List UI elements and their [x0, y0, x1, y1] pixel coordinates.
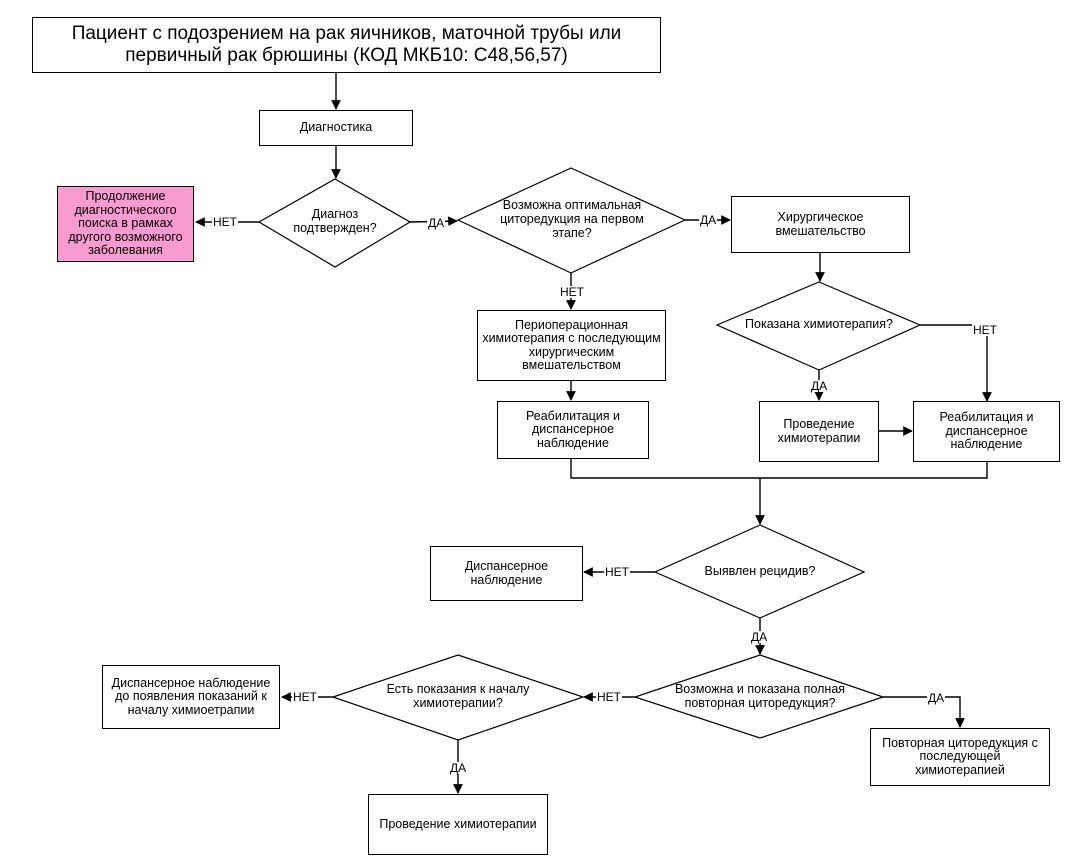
- line-rehab-left-merge: [570, 459, 760, 479]
- decision-repeat-possible-shape: [633, 654, 885, 739]
- decision-relapse: Выявлен рецидив?: [704, 564, 816, 579]
- rehab-left-node: Реабилитация и диспансерное наблюдение: [497, 401, 649, 459]
- chemo-final-node: Проведение химиотерапии: [368, 794, 548, 855]
- label-chemo-no: НЕТ: [972, 323, 998, 337]
- arrow-repeat-yes: [883, 696, 965, 728]
- decision-optimal-cytoreduction: Возможна оптимальная циторедукция на пер…: [500, 198, 644, 240]
- periop-chemo-node: Периоперационная химиотерапия с последую…: [477, 310, 666, 381]
- label-repeat-no: НЕТ: [596, 690, 622, 704]
- label-diag-no: НЕТ: [212, 215, 238, 229]
- label-relapse-yes: ДА: [750, 630, 769, 644]
- decision-chemo-indicated: Показана химиотерапия?: [745, 317, 893, 332]
- label-repeat-yes: ДА: [927, 691, 946, 705]
- label-chemo-start-yes: ДА: [449, 761, 468, 775]
- decision-diag-confirmed: Диагноз подтвержден?: [293, 207, 377, 235]
- line-rehab-right-merge: [760, 462, 988, 479]
- label-optimal-no: НЕТ: [559, 285, 585, 299]
- rehab-right-node: Реабилитация и диспансерное наблюдение: [913, 401, 1060, 462]
- label-chemo-yes: ДА: [810, 379, 829, 393]
- followup-node: Диспансерное наблюдение: [430, 546, 583, 601]
- repeat-cytoreduction-node: Повторная циторедукция с последующей хим…: [870, 728, 1050, 786]
- surgery-node: Хирургическое вмешательство: [731, 196, 910, 253]
- label-optimal-yes: ДА: [699, 213, 718, 227]
- start-node: Пациент с подозрением на рак яичников, м…: [32, 17, 661, 73]
- decision-diag-confirmed-shape: [257, 178, 412, 268]
- label-diag-yes: ДА: [427, 216, 446, 230]
- decision-repeat-possible: Возможна и показана полная повторная цит…: [674, 682, 846, 710]
- decision-chemo-start-indicated: Есть показания к началу химиотерапии?: [386, 682, 530, 710]
- diagnostics-node: Диагностика: [259, 110, 413, 146]
- chemo-course-node: Проведение химиотерапии: [759, 401, 879, 462]
- label-chemo-start-no: НЕТ: [292, 690, 318, 704]
- followup-until-node: Диспансерное наблюдение до появления пок…: [102, 665, 280, 729]
- continue-search-node: Продолжение диагностического поиска в ра…: [57, 186, 194, 262]
- label-relapse-no: НЕТ: [604, 565, 630, 579]
